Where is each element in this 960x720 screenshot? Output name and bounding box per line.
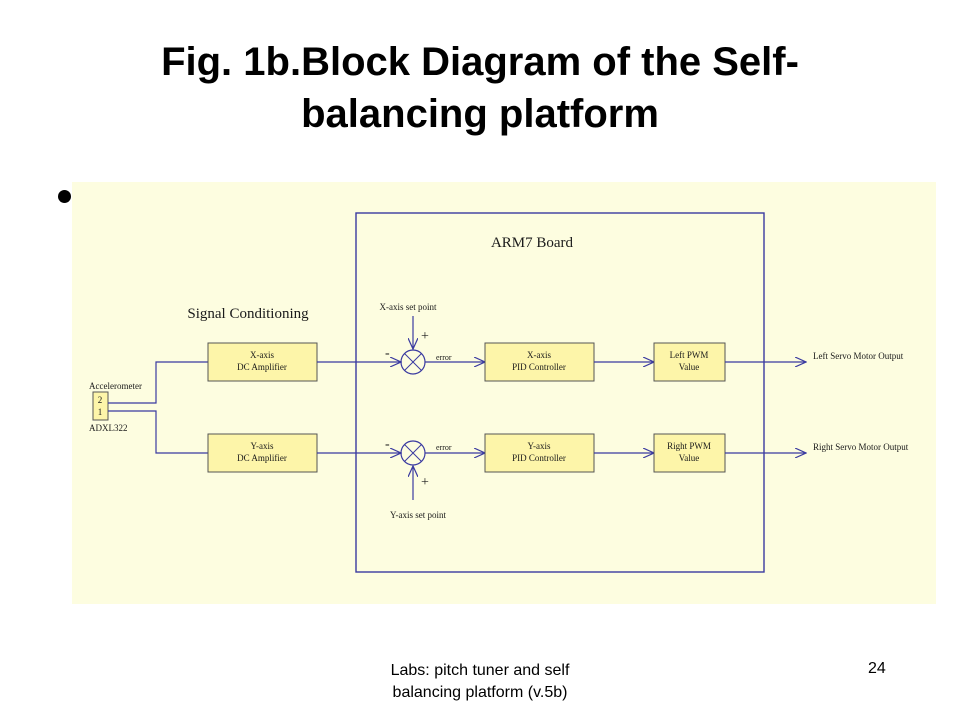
y-junction-cross-b xyxy=(404,444,422,462)
arm7-board-frame xyxy=(355,212,765,573)
x-amp-line2: DC Amplifier xyxy=(237,362,287,372)
x-amp-line1: X-axis xyxy=(250,350,274,360)
block-diagram: ARM7 Board Signal Conditioning Accelerom… xyxy=(72,182,936,604)
slide-title: Fig. 1b.Block Diagram of the Self- balan… xyxy=(0,36,960,140)
wire-accel-y xyxy=(108,410,208,454)
accelerometer-chip xyxy=(92,391,109,421)
y-error-label: error xyxy=(436,443,452,452)
x-setpoint-label: X-axis set point xyxy=(380,302,437,312)
x-axis-amplifier-box xyxy=(207,342,318,382)
y-pid-line1: Y-axis xyxy=(528,441,551,451)
wire-accel-x xyxy=(108,361,208,404)
y-axis-pid-box xyxy=(484,433,595,473)
x-pid-line2: PID Controller xyxy=(512,362,566,372)
bullet-icon xyxy=(58,190,71,203)
y-pid-line2: PID Controller xyxy=(512,453,566,463)
page-number: 24 xyxy=(868,660,886,677)
footer-line2: balancing platform (v.5b) xyxy=(392,684,568,701)
x-pid-line1: X-axis xyxy=(527,350,551,360)
left-pwm-line1: Left PWM xyxy=(670,350,709,360)
x-error-label: error xyxy=(436,353,452,362)
right-pwm-box xyxy=(653,433,726,473)
diagram-background xyxy=(72,182,936,604)
y-setpoint-label: Y-axis set point xyxy=(390,510,446,520)
y-amp-line2: DC Amplifier xyxy=(237,453,287,463)
accelerometer-pin-2: 2 xyxy=(98,395,103,405)
right-pwm-line2: Value xyxy=(679,453,700,463)
x-minus-sign: - xyxy=(385,346,390,361)
right-pwm-line1: Right PWM xyxy=(667,441,711,451)
accelerometer-pin-1: 1 xyxy=(98,407,103,417)
right-servo-output-label: Right Servo Motor Output xyxy=(813,442,909,452)
left-servo-output-label: Left Servo Motor Output xyxy=(813,351,904,361)
x-plus-sign: + xyxy=(421,329,429,344)
footer-line1: Labs: pitch tuner and self xyxy=(390,662,570,679)
slide-title-line2: balancing platform xyxy=(301,92,659,136)
x-junction-cross-b xyxy=(404,353,422,371)
signal-conditioning-label: Signal Conditioning xyxy=(187,306,309,322)
arm7-board-label: ARM7 Board xyxy=(491,235,574,251)
slide-title-line1: Fig. 1b.Block Diagram of the Self- xyxy=(161,40,799,84)
accelerometer-part: ADXL322 xyxy=(89,423,128,433)
left-pwm-line2: Value xyxy=(679,362,700,372)
x-axis-pid-box xyxy=(484,342,595,382)
footer-caption: Labs: pitch tuner and self balancing pla… xyxy=(330,660,630,704)
y-plus-sign: + xyxy=(421,475,429,490)
y-amp-line1: Y-axis xyxy=(251,441,274,451)
y-minus-sign: - xyxy=(385,437,390,452)
accelerometer-label: Accelerometer xyxy=(89,381,142,391)
y-axis-amplifier-box xyxy=(207,433,318,473)
